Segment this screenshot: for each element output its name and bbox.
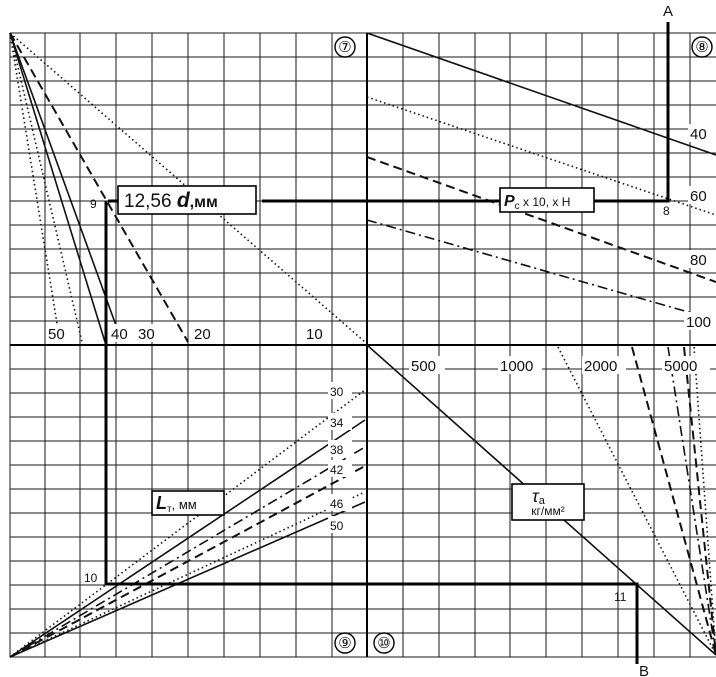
q10-curve-2000: [631, 346, 716, 656]
label-bg: [328, 460, 352, 477]
axis-label-tau-unit: кг/мм²: [531, 504, 564, 518]
key-point-11: 11: [614, 590, 627, 604]
q8-curve-100: [366, 219, 716, 321]
quadrant-number-9-circle: [334, 632, 356, 654]
axis-label-tau-symbol: τа: [532, 486, 546, 507]
q7-label-50: 50: [48, 326, 65, 343]
labels: 50 40 30 20 10 40 60 80 100 30 34 38 42 46 50 500 1000 20…: [46, 3, 716, 677]
q7-label-30: 30: [138, 326, 155, 343]
q7-label-10: 10: [306, 326, 323, 343]
label-bg: [328, 516, 352, 533]
q10-curve-5000b: [683, 346, 716, 656]
q7-curve-extra: [9, 32, 61, 343]
label-bg: [409, 356, 445, 374]
label-bg: [112, 324, 138, 342]
axis-label-box-l: [151, 490, 225, 516]
q10-curve-1000: [557, 346, 716, 656]
axis-label-box-tau: [511, 483, 585, 521]
q9-curve-38: [9, 446, 366, 658]
q9-curve-34: [9, 419, 366, 658]
q8-curve-40: [366, 32, 716, 156]
quadrant-number-10-circle: [373, 632, 395, 654]
key-point-8: 8: [663, 204, 670, 218]
q10-label-2000: 2000: [584, 358, 617, 375]
key-path: [104, 22, 670, 664]
axis-label-box-p: [499, 187, 595, 213]
label-bg: [328, 440, 352, 457]
q7-curve-20: [9, 32, 189, 343]
quadrant-number-7: ⑦: [338, 39, 351, 56]
axis-label-d: 12,56 d,мм: [124, 189, 218, 212]
label-bg: [192, 324, 218, 342]
axis-label-p: Pc x 10, x H: [504, 193, 570, 212]
key-label-a: A: [663, 3, 673, 20]
q9-curve-50: [9, 501, 366, 658]
q9-label-50: 50: [330, 519, 344, 533]
label-bg: [688, 124, 716, 142]
label-bg: [328, 494, 352, 511]
q8-label-100: 100: [686, 314, 711, 331]
axis-label-box-d: [117, 185, 257, 215]
q7-curve-40: [9, 32, 106, 343]
key-point-9: 9: [90, 197, 97, 211]
label-bg: [688, 186, 716, 204]
grid: [9, 32, 716, 658]
q10-curve-5000a: [667, 346, 716, 656]
q10-label-5000: 5000: [664, 358, 697, 375]
q9-label-38: 38: [330, 443, 344, 457]
label-bg: [136, 324, 162, 342]
q7-label-20: 20: [194, 326, 211, 343]
axis-label-l: Lт, мм: [156, 493, 197, 515]
label-bg: [304, 324, 328, 342]
quadrant-number-10: ⑩: [377, 635, 390, 652]
quadrant-number-7-circle: [334, 36, 356, 58]
q7-label-40: 40: [111, 326, 128, 343]
key-label-b: B: [639, 663, 649, 677]
key-point-10: 10: [84, 571, 98, 585]
q9-label-42: 42: [330, 463, 344, 477]
key-path-segment-a-8: [594, 22, 670, 203]
label-bg: [328, 413, 352, 430]
q8-label-40: 40: [690, 126, 707, 143]
quadrant-number-9: ⑨: [338, 635, 351, 652]
q9-curve-42: [9, 465, 366, 658]
label-bg: [498, 356, 542, 374]
label-bg: [662, 356, 710, 374]
q9-label-30: 30: [330, 385, 344, 399]
q8-curve-60: [366, 96, 716, 216]
key-path-segment-9-10-11-b: [104, 201, 639, 664]
label-bg: [582, 356, 626, 374]
label-bg: [688, 250, 716, 268]
q9-curve-30: [9, 389, 366, 658]
label-bg: [46, 324, 72, 342]
q7-curve-30: [9, 32, 123, 343]
label-bg: [328, 382, 352, 399]
q10-label-1000: 1000: [500, 358, 533, 375]
q8-label-80: 80: [690, 252, 707, 269]
q9-label-34: 34: [330, 416, 344, 430]
quadrant-number-8-circle: [691, 36, 713, 58]
q8-curve-80: [366, 156, 716, 283]
quadrant-number-8: ⑧: [695, 39, 708, 56]
label-bg: [684, 312, 716, 330]
q7-curve-50: [9, 32, 83, 343]
q8-label-60: 60: [690, 188, 707, 205]
q9-label-46: 46: [330, 497, 344, 511]
q10-label-500: 500: [411, 358, 436, 375]
q10-curve-5000c: [693, 346, 716, 656]
